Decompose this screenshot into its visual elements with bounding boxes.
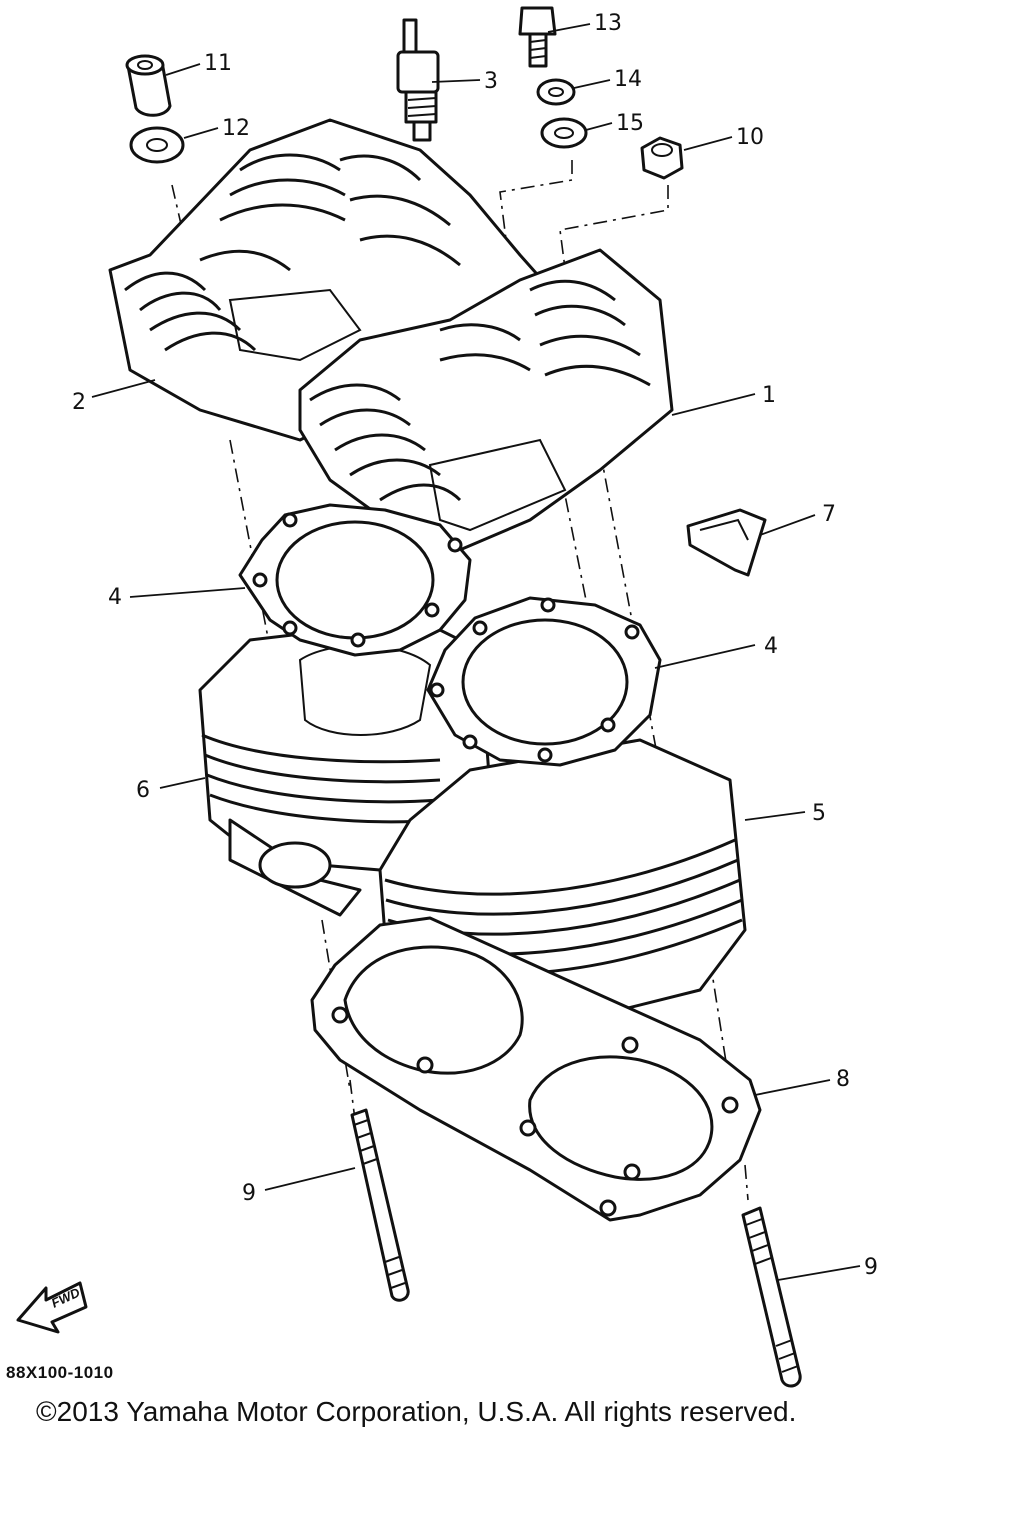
callout-2: 2 <box>72 390 86 415</box>
forward-arrow-icon: FWD <box>16 1281 88 1334</box>
washer-15 <box>540 117 588 149</box>
callout-13: 13 <box>594 11 622 36</box>
callout-1: 1 <box>762 383 776 408</box>
callout-4-front: 4 <box>764 634 778 659</box>
callout-8: 8 <box>836 1067 850 1092</box>
diagram-code: 88X100-1010 <box>6 1363 114 1382</box>
nut <box>640 136 684 180</box>
stud-right <box>741 1206 802 1388</box>
front-cylinder-head <box>298 248 674 554</box>
front-head-gasket <box>426 596 662 767</box>
base-gasket <box>310 916 762 1222</box>
callout-6: 6 <box>136 778 150 803</box>
callout-10: 10 <box>736 125 764 150</box>
callout-11: 11 <box>204 51 232 76</box>
bolt <box>518 6 557 68</box>
callout-3: 3 <box>484 69 498 94</box>
collar <box>125 54 172 117</box>
spring-washer <box>536 78 576 106</box>
callout-7: 7 <box>822 502 836 527</box>
callout-9-right: 9 <box>864 1255 878 1280</box>
spark-plug <box>396 18 440 142</box>
callout-15: 15 <box>616 111 644 136</box>
cap <box>686 508 767 577</box>
rear-cylinder <box>198 618 492 917</box>
callout-14: 14 <box>614 67 642 92</box>
rear-head-gasket <box>238 503 472 657</box>
callout-4-rear: 4 <box>108 585 122 610</box>
callouts: 1 2 3 4 4 5 6 7 8 9 9 10 11 12 13 14 15 <box>72 11 878 1280</box>
stud-left <box>350 1108 410 1302</box>
callout-5: 5 <box>812 801 826 826</box>
callout-12: 12 <box>222 116 250 141</box>
copyright-notice: ©2013 Yamaha Motor Corporation, U.S.A. A… <box>36 1396 797 1427</box>
washer-12 <box>129 126 185 164</box>
leader-lines <box>91 23 861 1281</box>
callout-9-left: 9 <box>242 1181 256 1206</box>
